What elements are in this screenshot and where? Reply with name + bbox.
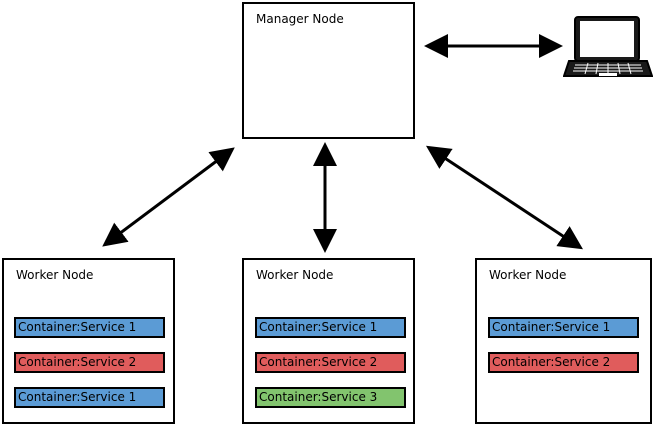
worker-node-title: Worker Node [16, 268, 94, 282]
worker-node-3: Worker Node Container:Service 1 Containe… [475, 258, 652, 424]
laptop-icon [563, 16, 653, 77]
worker-node-title: Worker Node [256, 268, 334, 282]
container-service-1: Container:Service 1 [14, 387, 165, 408]
container-service-1: Container:Service 1 [14, 317, 165, 338]
container-service-1: Container:Service 1 [255, 317, 406, 338]
container-service-2: Container:Service 2 [488, 352, 639, 373]
manager-node-title: Manager Node [256, 12, 344, 26]
container-service-3: Container:Service 3 [255, 387, 406, 408]
container-service-1: Container:Service 1 [488, 317, 639, 338]
container-service-2: Container:Service 2 [14, 352, 165, 373]
worker-node-1: Worker Node Container:Service 1 Containe… [2, 258, 175, 424]
worker-node-title: Worker Node [489, 268, 567, 282]
container-service-2: Container:Service 2 [255, 352, 406, 373]
arrow-manager-worker-3 [425, 145, 584, 250]
manager-node: Manager Node [242, 2, 415, 139]
arrow-manager-worker-1 [102, 147, 235, 247]
worker-node-2: Worker Node Container:Service 1 Containe… [242, 258, 415, 424]
